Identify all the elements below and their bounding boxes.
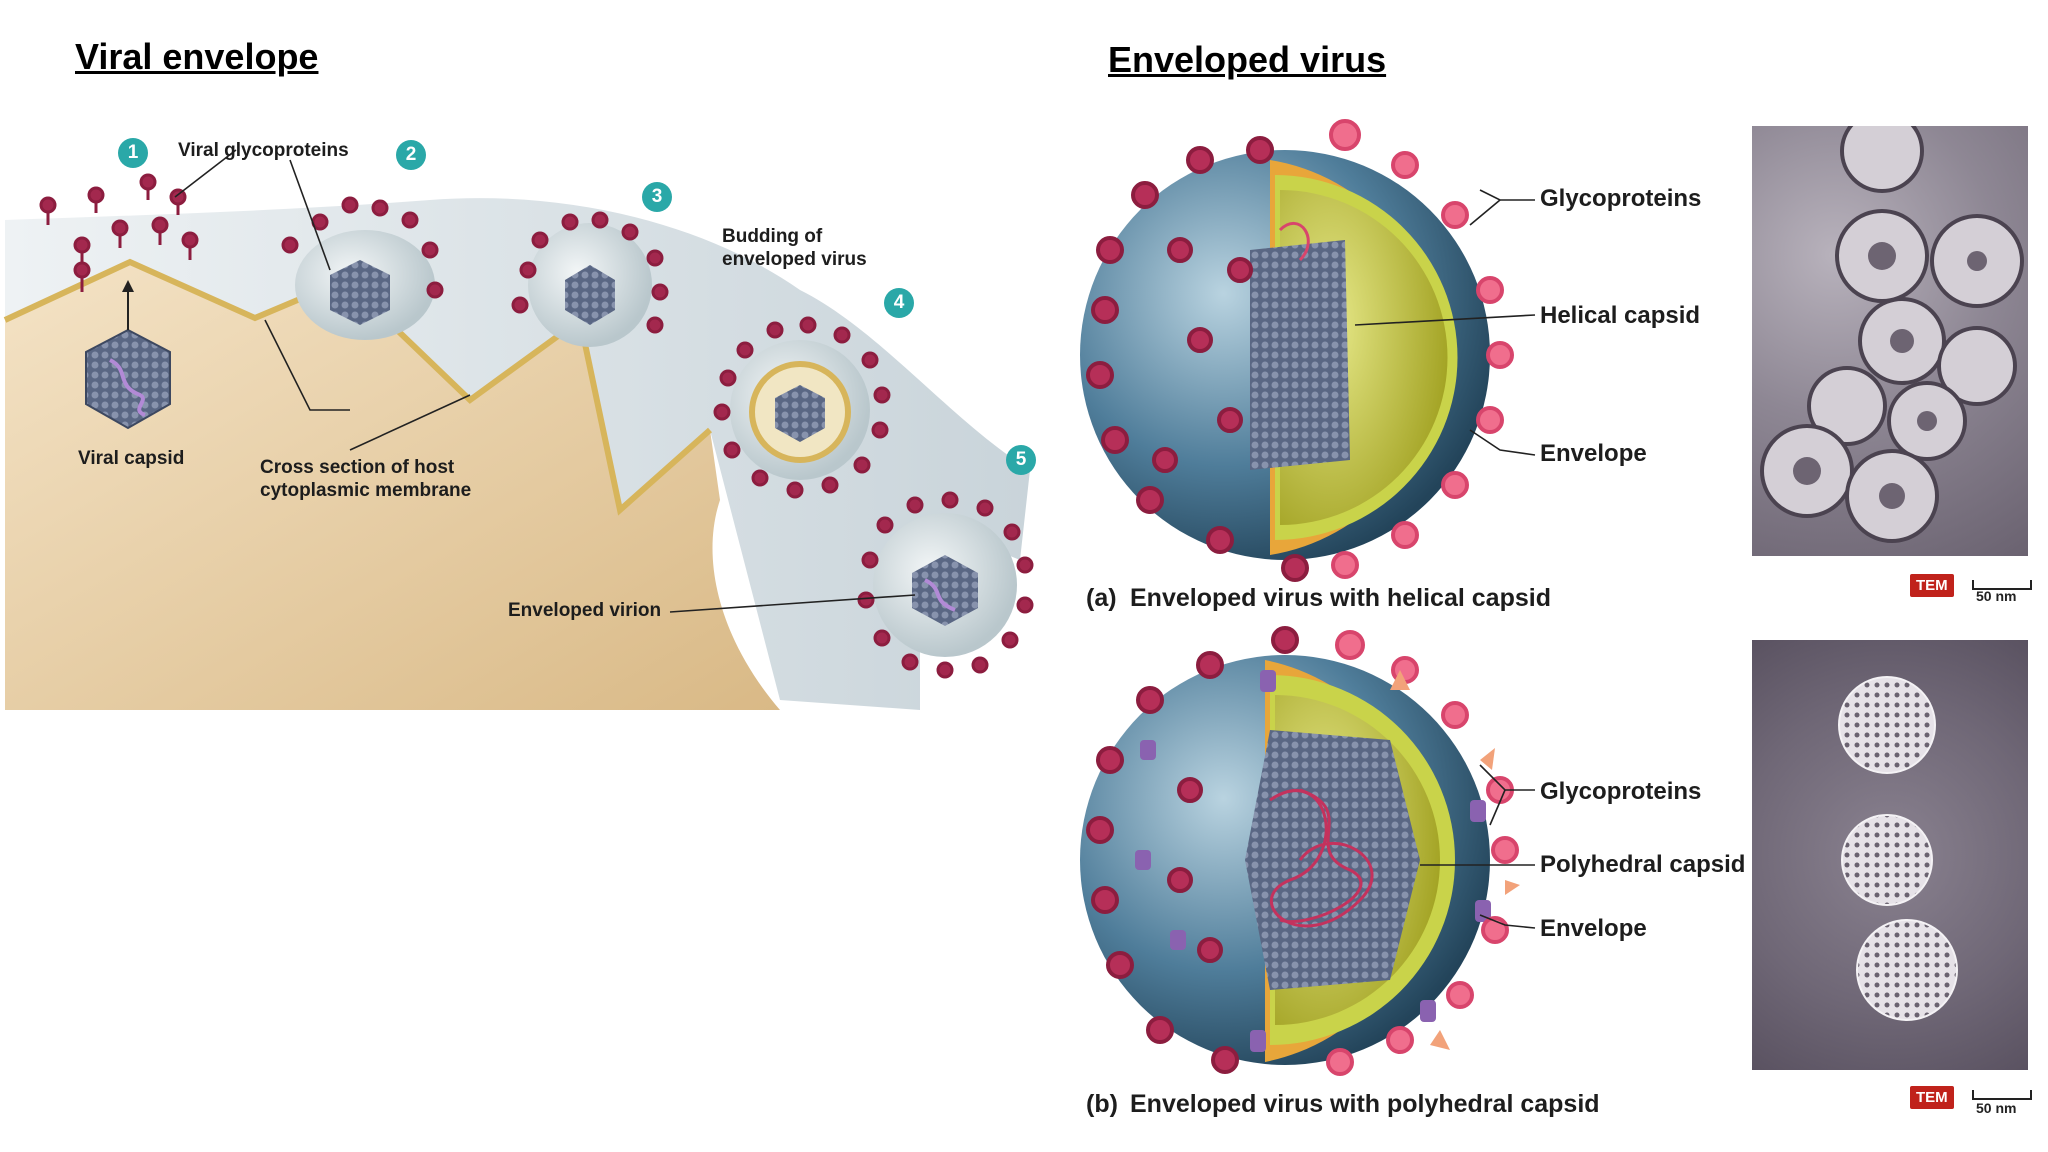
panel-a-caption-letter: (a) xyxy=(1086,584,1117,612)
panel-a-tem-badge: TEM xyxy=(1910,574,1954,597)
viral-capsid-label: Viral capsid xyxy=(78,448,185,469)
enveloped-virus-title: Enveloped virus xyxy=(1108,39,1387,80)
step-badge-5: 5 xyxy=(1006,445,1036,475)
panel-a-caption: Enveloped virus with helical capsid xyxy=(1130,584,1551,612)
panel-b-tem-photo xyxy=(1752,640,2028,1070)
panel-a-tem-photo xyxy=(1752,126,2028,556)
panel-a-scale-bar xyxy=(1972,580,2032,590)
cross-section-label-line1: Cross section of host xyxy=(260,457,455,478)
panel-b-caption: Enveloped virus with polyhedral capsid xyxy=(1130,1090,1600,1118)
viral-capsid-hexagon xyxy=(85,280,171,430)
panel-a-capsid-label: Helical capsid xyxy=(1540,302,1701,329)
budding-label-line1: Budding of xyxy=(722,226,823,247)
step-badge-4: 4 xyxy=(884,288,914,318)
enveloped-virion-step-5 xyxy=(857,491,1034,679)
panel-b-tem-particles xyxy=(1838,676,1958,1021)
panel-a-scale-label: 50 nm xyxy=(1976,588,2017,604)
polyhedral-virus-illustration xyxy=(1080,626,1520,1076)
enveloped-virion-label: Enveloped virion xyxy=(508,600,662,621)
panel-b-glycoproteins-label: Glycoproteins xyxy=(1540,778,1702,805)
step-badge-2: 2 xyxy=(396,140,426,170)
panel-a-glycoproteins-label: Glycoproteins xyxy=(1540,185,1702,212)
viral-glycoproteins-label: Viral glycoproteins xyxy=(178,140,349,161)
helical-virus-illustration xyxy=(1080,119,1514,582)
bud-step-3 xyxy=(511,211,669,347)
left-leader-lines xyxy=(174,149,916,613)
bud-step-4 xyxy=(713,316,891,499)
right-leader-lines xyxy=(1354,189,1536,929)
violet-glycoproteins xyxy=(1135,670,1491,1052)
panel-b-capsid-label: Polyhedral capsid xyxy=(1540,851,1746,878)
panel-b-envelope-label: Envelope xyxy=(1540,915,1647,942)
bud-step-2 xyxy=(281,196,444,340)
budding-label-line2: enveloped virus xyxy=(722,249,867,270)
panel-b-tem-badge: TEM xyxy=(1910,1086,1954,1109)
panel-b-scale-bar xyxy=(1972,1090,2032,1100)
viral-envelope-title: Viral envelope xyxy=(75,36,319,77)
panel-b-caption-letter: (b) xyxy=(1086,1090,1118,1118)
panel-b-scale-label: 50 nm xyxy=(1976,1100,2017,1116)
panel-a-tem-particles xyxy=(1760,126,2024,543)
panel-a-envelope-label: Envelope xyxy=(1540,440,1647,467)
cross-section-label-line2: cytoplasmic membrane xyxy=(260,480,472,501)
step-badge-3: 3 xyxy=(642,182,672,212)
surface-glycoproteins xyxy=(39,173,199,292)
step-badge-1: 1 xyxy=(118,138,148,168)
